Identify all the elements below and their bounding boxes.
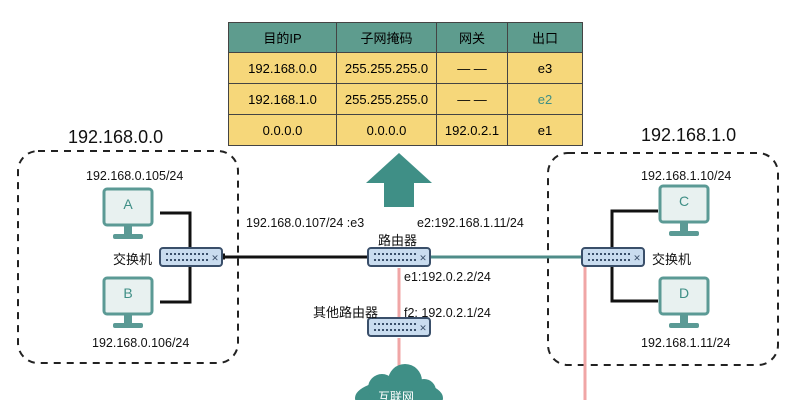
cell-gateway: 192.0.2.1 (436, 114, 508, 146)
header-gateway: 网关 (436, 22, 508, 53)
host-c-ip: 192.168.1.10/24 (641, 169, 732, 183)
left-network-title: 192.168.0.0 (68, 127, 164, 147)
table-row: 192.168.1.0 255.255.255.0 — — e2 (228, 83, 583, 115)
other-router-f2-label: f2: 192.0.2.1/24 (404, 306, 491, 320)
cell-gateway: — — (436, 52, 508, 84)
other-router-icon: ✕ (367, 317, 431, 337)
cell-netmask: 0.0.0.0 (336, 114, 437, 146)
router-icon: ✕ (367, 247, 431, 267)
cell-netmask: 255.255.255.0 (336, 83, 437, 115)
host-d-ip: 192.168.1.11/24 (641, 336, 731, 350)
cell-netmask: 255.255.255.0 (336, 52, 437, 84)
left-switch-label: 交换机 (113, 252, 153, 267)
router-label: 路由器 (378, 233, 418, 248)
monitor-d-icon (658, 276, 710, 328)
right-network-title: 192.168.1.0 (641, 125, 737, 145)
monitor-b-icon (102, 276, 154, 328)
header-dest-ip: 目的IP (228, 22, 337, 53)
up-arrow-icon (366, 153, 432, 207)
table-row: 0.0.0.0 0.0.0.0 192.0.2.1 e1 (228, 114, 583, 146)
cell-interface: e3 (507, 52, 583, 84)
left-switch-icon: ✕ (159, 247, 223, 267)
host-d-label: D (678, 285, 690, 301)
right-network-boundary (547, 152, 779, 366)
svg-text:✕: ✕ (419, 253, 427, 263)
monitor-a-icon (102, 187, 154, 239)
host-c-label: C (678, 193, 690, 209)
host-a-ip: 192.168.0.105/24 (86, 169, 184, 183)
router-e2-label: e2:192.168.1.11/24 (417, 216, 524, 230)
router-e3-label: 192.168.0.107/24 :e3 (246, 216, 365, 230)
svg-text:✕: ✕ (211, 253, 219, 263)
internet-cloud-icon (355, 364, 443, 400)
monitor-c-icon (658, 184, 710, 236)
svg-text:✕: ✕ (633, 253, 641, 263)
cell-dest-ip: 0.0.0.0 (228, 114, 337, 146)
right-switch-label: 交换机 (652, 252, 692, 267)
cell-interface: e1 (507, 114, 583, 146)
cell-dest-ip: 192.168.1.0 (228, 83, 337, 115)
host-b-ip: 192.168.0.106/24 (92, 336, 190, 350)
table-row: 192.168.0.0 255.255.255.0 — — e3 (228, 52, 583, 84)
host-b-label: B (123, 285, 133, 301)
cell-interface: e2 (507, 83, 583, 115)
header-netmask: 子网掩码 (336, 22, 437, 53)
right-switch-icon: ✕ (581, 247, 645, 267)
cell-gateway: — — (436, 83, 508, 115)
cell-dest-ip: 192.168.0.0 (228, 52, 337, 84)
other-router-label: 其他路由器 (313, 305, 379, 320)
internet-label: 互联网 (378, 390, 415, 404)
header-interface: 出口 (507, 22, 583, 53)
svg-text:✕: ✕ (419, 323, 427, 333)
host-a-label: A (123, 196, 133, 212)
routing-table: 目的IP 子网掩码 网关 出口 192.168.0.0 255.255.255.… (228, 22, 583, 146)
routing-table-header: 目的IP 子网掩码 网关 出口 (228, 22, 583, 53)
router-e1-label: e1:192.0.2.2/24 (404, 270, 491, 284)
